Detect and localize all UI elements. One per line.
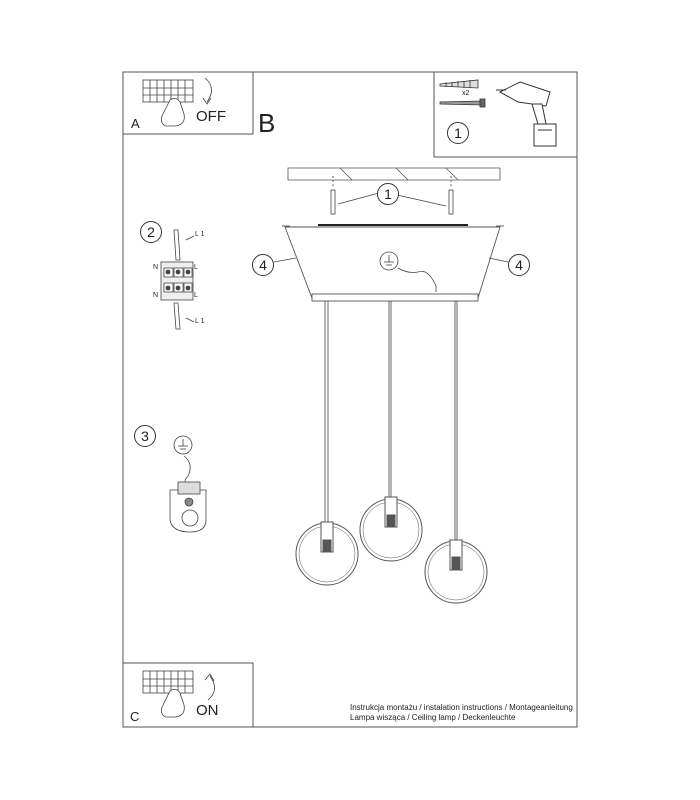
footer-line-1: Instrukcja montażu / instalation instruc… [350, 703, 573, 712]
step-4-badge-right: 4 [508, 254, 530, 276]
ground-wire [379, 251, 437, 292]
drill-icon [496, 81, 557, 147]
wire-n-left-bottom: N [153, 292, 159, 299]
ring-shade-middle [359, 496, 423, 562]
ring-shade-right [424, 539, 488, 604]
tools-quantity: x2 [462, 90, 470, 97]
panel-c-box [122, 662, 254, 728]
wire-l-right-bottom: L [194, 292, 198, 299]
panel-a-action: OFF [196, 108, 226, 125]
breaker-on-icon [142, 670, 215, 718]
step-1-badge-screws: 1 [377, 183, 399, 205]
panel-a-box [122, 71, 254, 135]
pendant-cords [324, 301, 458, 540]
wall-plug-icon [439, 79, 479, 89]
tools-box [433, 71, 578, 158]
screw-icon [439, 98, 486, 108]
terminal-block-icon [160, 229, 195, 330]
wire-l1-bottom: L 1 [195, 318, 205, 325]
footer-line-2: Lampa wisząca / Ceiling lamp / Deckenleu… [350, 713, 516, 722]
breaker-off-icon [142, 77, 212, 127]
step-1-badge-tools: 1 [447, 122, 469, 144]
panel-c-action: ON [196, 702, 219, 719]
panel-c-letter: C [130, 709, 140, 724]
step-3-badge: 3 [134, 425, 156, 447]
wire-n-left: N [153, 264, 159, 271]
ground-terminal-icon [169, 435, 207, 533]
panel-b-letter: B [258, 108, 276, 138]
panel-a-letter: A [131, 116, 140, 131]
step-4-badge-left: 4 [252, 254, 274, 276]
ring-shade-left [295, 521, 359, 586]
wire-l1-top: L 1 [195, 231, 205, 238]
wire-l-right: L [194, 264, 198, 271]
ceiling-mount [287, 167, 501, 181]
sheet-frame [122, 71, 578, 728]
step-2-badge: 2 [140, 221, 162, 243]
